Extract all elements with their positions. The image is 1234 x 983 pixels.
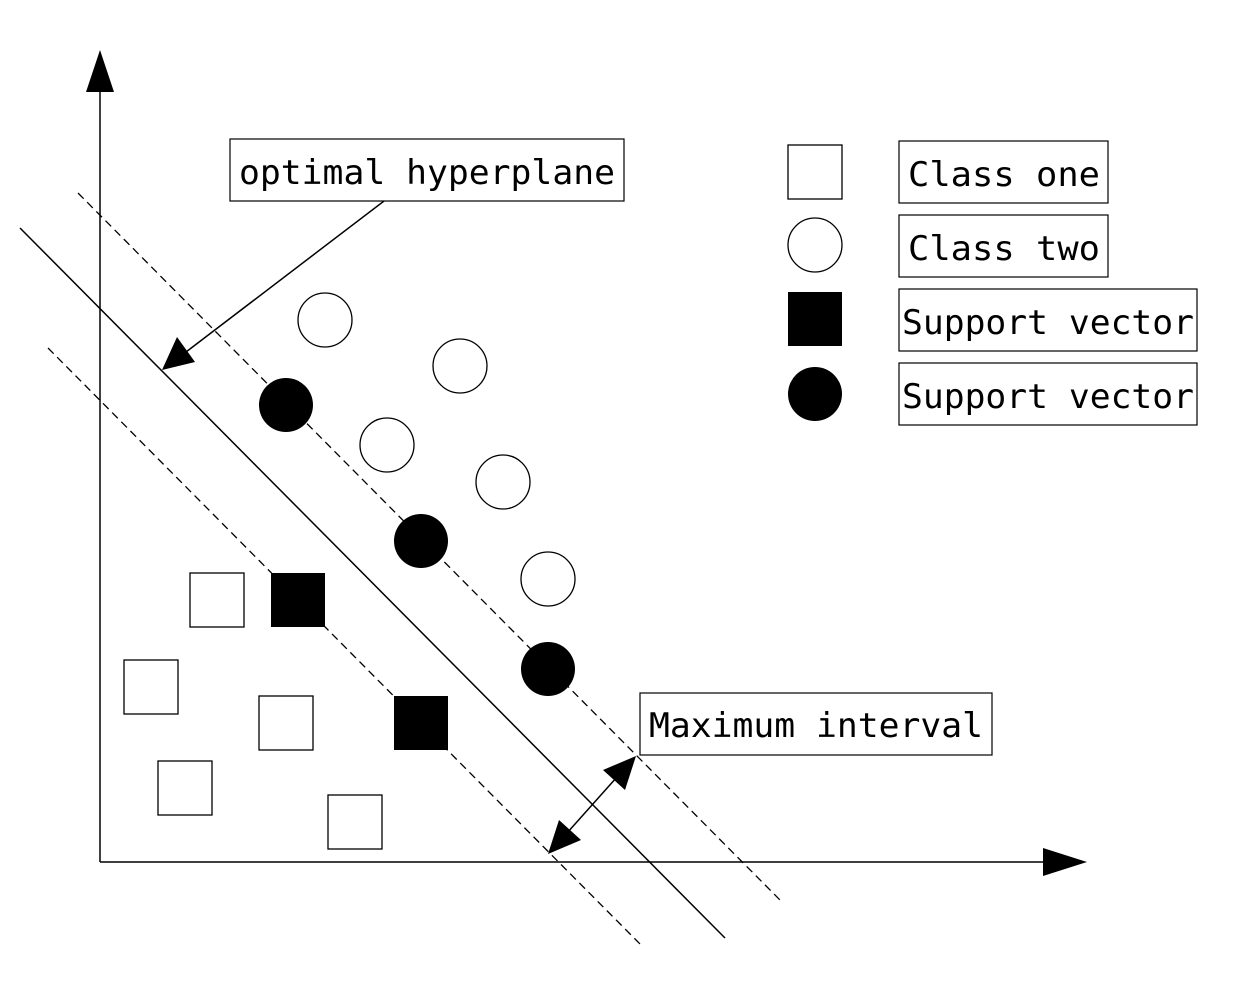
margin-callout: Maximum interval <box>548 692 993 854</box>
margin-label: Maximum interval <box>649 706 983 746</box>
margin-arrowhead-lower <box>548 820 581 854</box>
support-vector-circle <box>394 514 448 568</box>
hyperplane-label-box <box>229 138 625 202</box>
class-two-circle <box>359 417 415 473</box>
hyperplane-label: optimal hyperplane <box>239 153 615 193</box>
class-one-square <box>258 695 314 751</box>
legend-marker-class-one <box>787 144 843 200</box>
legend-label-class-two: Class two <box>908 229 1100 269</box>
legend-box-support-vector-circle <box>898 362 1198 426</box>
legend: Class one Class two Support vector Suppo… <box>787 140 1198 426</box>
class-one-points <box>123 572 383 850</box>
legend-box-class-one <box>898 140 1109 204</box>
hyperplane-pointer-line <box>185 200 385 353</box>
support-vector-square <box>394 696 448 750</box>
margin-double-arrow-shaft <box>566 776 618 834</box>
support-vector-circle <box>521 642 575 696</box>
legend-label-support-vector-circle: Support vector <box>902 377 1194 417</box>
class-one-square <box>327 794 383 850</box>
axes <box>86 50 1087 876</box>
legend-label-class-one: Class one <box>908 155 1100 195</box>
legend-box-class-two <box>898 214 1109 278</box>
legend-marker-support-vector-square <box>788 292 842 346</box>
lower-margin-line <box>47 347 641 945</box>
x-axis-arrowhead <box>1043 848 1087 876</box>
class-two-circle <box>475 454 531 510</box>
margin-arrowhead-upper <box>603 756 636 790</box>
class-two-points <box>297 292 576 607</box>
legend-box-support-vector-square <box>898 288 1198 352</box>
class-two-circle <box>297 292 353 348</box>
support-vectors <box>259 378 575 750</box>
support-vector-square <box>271 573 325 627</box>
support-vector-circle <box>259 378 313 432</box>
class-one-square <box>157 760 213 816</box>
margin-label-box <box>639 692 993 756</box>
legend-marker-support-vector-circle <box>788 367 842 421</box>
class-one-square <box>189 572 245 628</box>
legend-label-support-vector-square: Support vector <box>902 303 1194 343</box>
separating-lines <box>19 192 781 945</box>
class-one-square <box>123 659 179 715</box>
legend-marker-class-two <box>787 217 843 273</box>
hyperplane-callout: optimal hyperplane <box>162 138 625 370</box>
class-two-circle <box>520 551 576 607</box>
hyperplane-pointer-arrowhead <box>162 337 195 370</box>
class-two-circle <box>432 338 488 394</box>
y-axis-arrowhead <box>86 50 114 92</box>
optimal-hyperplane-line <box>19 227 726 939</box>
